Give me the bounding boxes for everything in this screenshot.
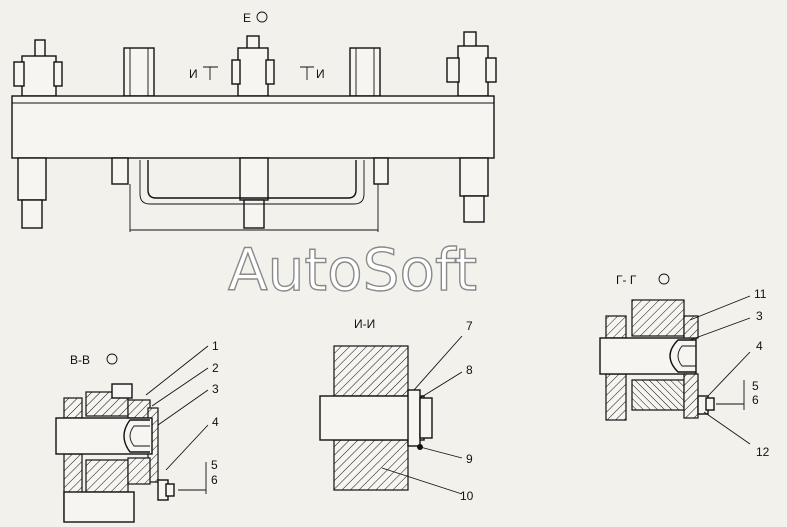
block-top [333,345,409,397]
callout-vv-6: 6 [211,473,218,487]
bushing-bottom [85,459,129,493]
callout-gg-11: 11 [754,287,767,301]
pin-gg [599,337,697,375]
view-gg: Г- Г 11 3 4 5 6 12 [599,273,770,459]
section-mark-right: И [316,67,325,81]
block-bottom [333,439,409,491]
block-gg-bottom [631,379,685,411]
view-marker-circle [256,11,268,23]
view-ii: И-И 7 8 9 10 [319,317,474,503]
post-lower-mid [239,157,269,201]
post-lower-left [17,157,47,201]
section-arrow-left [203,66,218,80]
callout-vv-2: 2 [212,361,219,375]
callout-vv-5: 5 [211,458,218,472]
main-beam [11,95,495,159]
main-view: Е И И [11,11,497,232]
callout-ii-10: 10 [460,489,474,503]
callout-gg-6: 6 [752,393,759,407]
callout-ii-9: 9 [466,452,473,466]
callout-vv-4: 4 [212,415,219,429]
section-mark-left: И [189,67,198,81]
callout-ii-8: 8 [466,363,473,377]
callout-vv-1: 1 [212,339,219,353]
post-head-right [457,45,489,97]
post-lower-right [459,157,489,197]
watermark-text: AutoSoft [228,236,477,304]
view-ii-title: И-И [354,317,375,331]
post-head-mid [237,47,269,97]
block-gg-top [631,299,685,337]
callout-ii-7: 7 [466,319,473,333]
lower-frame [147,160,357,199]
bracket-left [123,47,155,97]
bracket-right [349,47,381,97]
view-vv-title: В-В [70,353,90,367]
view-gg-title: Г- Г [616,273,637,287]
callout-gg-4: 4 [756,339,763,353]
view-vv: В-В 1 2 3 4 5 6 [55,339,219,523]
pin-groove [123,419,150,453]
pin-vv [55,417,153,455]
callout-gg-12: 12 [756,445,770,459]
callout-gg-3: 3 [756,309,763,323]
callout-gg-5: 5 [752,379,759,393]
main-view-title: Е [243,11,251,25]
callout-vv-3: 3 [212,382,219,396]
post-head-left [21,55,57,97]
section-arrow-right [300,66,314,80]
